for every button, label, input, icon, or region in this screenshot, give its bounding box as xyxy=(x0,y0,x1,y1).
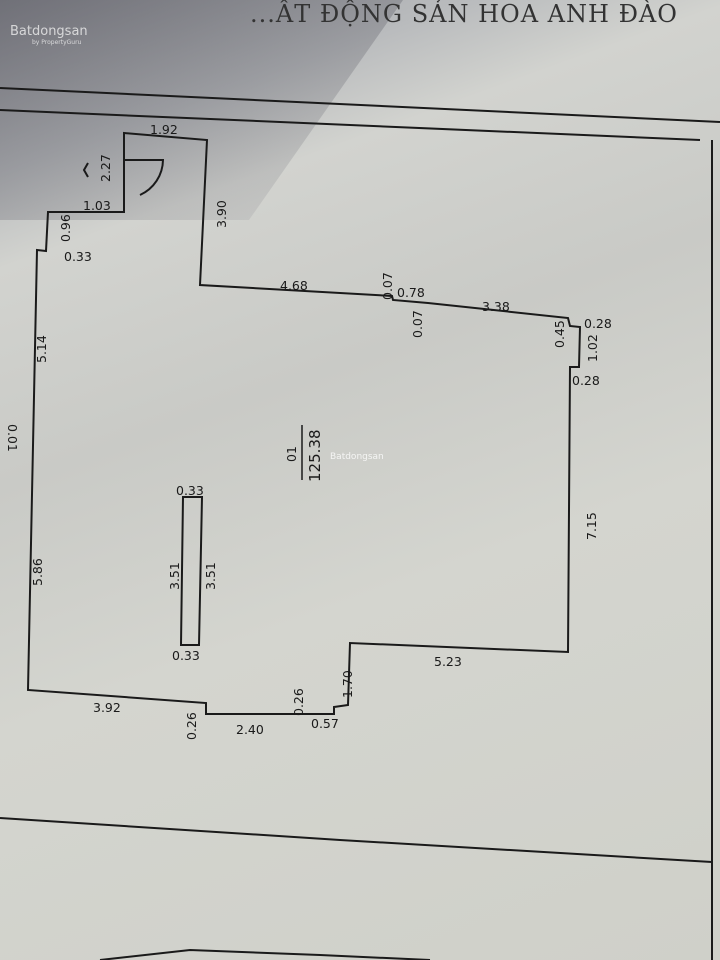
dim-notch-b: 0.28 xyxy=(584,316,612,331)
neighbor-structure xyxy=(99,948,431,960)
dim-left-small: 0.96 xyxy=(58,214,73,242)
dim-bottom-step2: 0.26 xyxy=(184,712,199,740)
dim-bottom-small: 0.57 xyxy=(311,716,339,731)
dim-inner-left: 3.51 xyxy=(167,562,182,590)
dim-door-h: 2.27 xyxy=(98,154,113,182)
dim-jog-mid: 0.78 xyxy=(397,285,425,300)
dim-inner-top: 0.33 xyxy=(176,483,204,498)
frame-line-top xyxy=(0,87,720,123)
dim-bottom-right: 5.23 xyxy=(434,654,462,669)
dim-notch-a: 0.45 xyxy=(552,320,567,348)
frame-line-bottom xyxy=(0,817,713,863)
dim-left-lower: 5.86 xyxy=(30,558,45,586)
dim-top: 1.92 xyxy=(150,122,178,137)
north-arrow-icon xyxy=(82,162,89,178)
inner-rectangle xyxy=(179,496,204,646)
dim-jog1: 0.07 xyxy=(380,272,395,300)
dim-right-top: 3.90 xyxy=(214,200,229,228)
dim-inner-right: 3.51 xyxy=(203,562,218,590)
dim-bottom-mid: 2.40 xyxy=(236,722,264,737)
dim-notch-c: 1.02 xyxy=(585,334,600,362)
dim-bottom-step1: 0.26 xyxy=(291,688,306,716)
dim-jog2: 0.07 xyxy=(410,310,425,338)
parcel-area: 125.38 xyxy=(306,430,324,483)
dim-right-lower: 7.15 xyxy=(584,512,599,540)
dim-inner-vert: 1.70 xyxy=(340,670,355,698)
dim-left-mid: 0.01 xyxy=(5,424,20,452)
watermark-center: Batdongsan xyxy=(330,452,384,462)
dim-inner-bottom: 0.33 xyxy=(172,648,200,663)
dim-bottom-left: 3.92 xyxy=(93,700,121,715)
parcel-number: 01 xyxy=(284,446,299,462)
dim-top-right: 3.38 xyxy=(482,299,510,314)
door-arc xyxy=(124,159,165,196)
dim-door-w: 1.03 xyxy=(83,198,111,213)
dim-notch-d: 0.28 xyxy=(572,373,600,388)
dim-left-step: 0.33 xyxy=(64,249,92,264)
document-header: ...ẤT ĐỘNG SẢN HOA ANH ĐÀO xyxy=(250,0,678,28)
dim-top-mid: 4.68 xyxy=(280,278,308,293)
frame-line-top2 xyxy=(0,109,701,141)
dim-left-upper: 5.14 xyxy=(34,335,49,363)
parcel-boundary xyxy=(26,131,582,715)
